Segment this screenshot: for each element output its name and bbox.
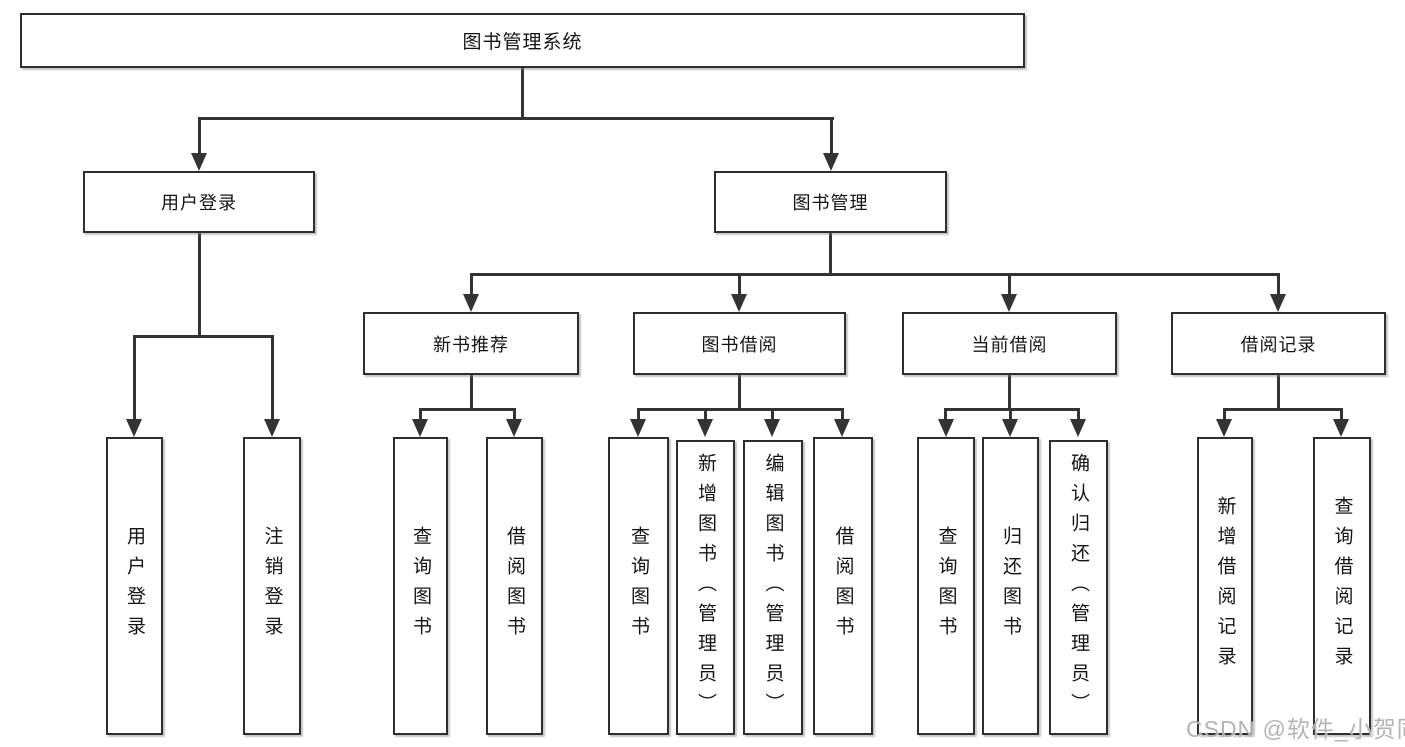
arrow-down-icon <box>264 419 280 437</box>
connector-line <box>830 117 833 153</box>
connector-line <box>419 408 422 420</box>
arrow-down-icon <box>1070 419 1086 437</box>
connector-line <box>944 408 1080 411</box>
connector-line <box>1340 408 1343 420</box>
node-label: 用户登录 <box>124 526 145 646</box>
node-user-login: 用户登录 <box>83 171 315 233</box>
leaf-borrow-books: 借阅图书 <box>813 437 873 735</box>
node-label: 用户登录 <box>161 193 237 213</box>
node-label: 借阅图书 <box>504 526 525 646</box>
arrow-down-icon <box>764 419 780 437</box>
connector-line <box>419 408 516 411</box>
connector-line <box>829 233 832 273</box>
node-label: 查询图书 <box>935 526 957 646</box>
node-label: 归还图书 <box>1000 526 1021 646</box>
connector-line <box>637 408 640 420</box>
arrow-down-icon <box>126 419 142 437</box>
arrow-down-icon <box>938 419 954 437</box>
connector-line <box>1008 273 1011 294</box>
connector-line <box>1277 273 1280 294</box>
connector-line <box>738 273 741 294</box>
arrow-down-icon <box>412 419 428 437</box>
node-label: 借阅记录 <box>1240 334 1317 355</box>
connector-line <box>1277 375 1280 408</box>
node-label: 图书借阅 <box>701 334 778 355</box>
connector-line <box>198 117 201 153</box>
leaf-add-books-admin: 新增图书（管理员） <box>676 440 735 735</box>
leaf-query-books-borrow: 查询图书 <box>608 437 669 735</box>
connector-line <box>704 408 707 420</box>
node-book-borrowing: 图书借阅 <box>633 312 846 375</box>
connector-line <box>1077 408 1080 420</box>
connector-line <box>521 68 524 120</box>
node-label: 确认归还（管理员） <box>1068 452 1089 723</box>
node-book-management: 图书管理 <box>714 171 947 233</box>
node-label: 查询图书 <box>628 526 649 646</box>
leaf-query-books-current: 查询图书 <box>917 437 975 735</box>
connector-line <box>133 335 136 420</box>
arrow-down-icon <box>697 419 713 437</box>
connector-line <box>841 408 844 420</box>
node-label: 注销登录 <box>261 526 283 646</box>
arrow-down-icon <box>834 419 850 437</box>
node-label: 图书管理系统 <box>462 32 583 53</box>
arrow-down-icon <box>1333 419 1349 437</box>
node-label: 新增图书（管理员） <box>695 452 716 723</box>
leaf-confirm-return-admin: 确认归还（管理员） <box>1049 440 1108 735</box>
connector-line <box>271 335 274 420</box>
connector-line <box>1008 375 1011 408</box>
connector-line <box>771 408 774 420</box>
leaf-user-login: 用户登录 <box>106 437 163 735</box>
connector-line <box>133 335 274 338</box>
node-label: 查询借阅记录 <box>1331 496 1353 676</box>
arrow-down-icon <box>1216 419 1232 437</box>
arrow-down-icon <box>191 153 207 171</box>
connector-line <box>198 117 834 120</box>
node-new-book-recommend: 新书推荐 <box>363 312 579 375</box>
leaf-add-borrow-record: 新增借阅记录 <box>1197 437 1253 735</box>
connector-line <box>1223 408 1343 411</box>
arrow-down-icon <box>630 419 646 437</box>
connector-line <box>513 408 516 420</box>
watermark: CSDN @软件_小贺同学 <box>1186 716 1405 742</box>
arrow-down-icon <box>506 419 522 437</box>
node-label: 编辑图书（管理员） <box>762 452 784 723</box>
node-label: 借阅图书 <box>832 526 854 646</box>
node-label: 新书推荐 <box>433 334 509 355</box>
connector-line <box>637 408 844 411</box>
leaf-query-borrow-record: 查询借阅记录 <box>1313 437 1371 735</box>
arrow-down-icon <box>1001 294 1017 312</box>
leaf-query-books-rec: 查询图书 <box>393 437 448 735</box>
arrow-down-icon <box>463 294 479 312</box>
connector-line <box>470 273 1280 276</box>
node-library-system: 图书管理系统 <box>20 13 1025 68</box>
arrow-down-icon <box>1002 419 1018 437</box>
node-borrow-records: 借阅记录 <box>1171 312 1386 375</box>
connector-line <box>1009 408 1012 420</box>
connector-line <box>738 375 741 408</box>
connector-line <box>198 233 201 335</box>
arrow-down-icon <box>1270 294 1286 312</box>
connector-line <box>1223 408 1226 420</box>
leaf-logout: 注销登录 <box>243 437 301 735</box>
connector-line <box>470 375 473 408</box>
leaf-return-books: 归还图书 <box>982 437 1039 735</box>
node-label: 图书管理 <box>792 193 869 213</box>
leaf-borrow-books-rec: 借阅图书 <box>486 437 543 735</box>
connector-line <box>470 273 473 294</box>
node-current-borrowing: 当前借阅 <box>902 312 1117 375</box>
node-label: 当前借阅 <box>971 334 1048 355</box>
node-label: 查询图书 <box>410 526 431 646</box>
arrow-down-icon <box>823 153 839 171</box>
node-label: 新增借阅记录 <box>1214 496 1236 676</box>
leaf-edit-books-admin: 编辑图书（管理员） <box>743 440 803 735</box>
connector-line <box>944 408 947 420</box>
arrow-down-icon <box>731 294 747 312</box>
